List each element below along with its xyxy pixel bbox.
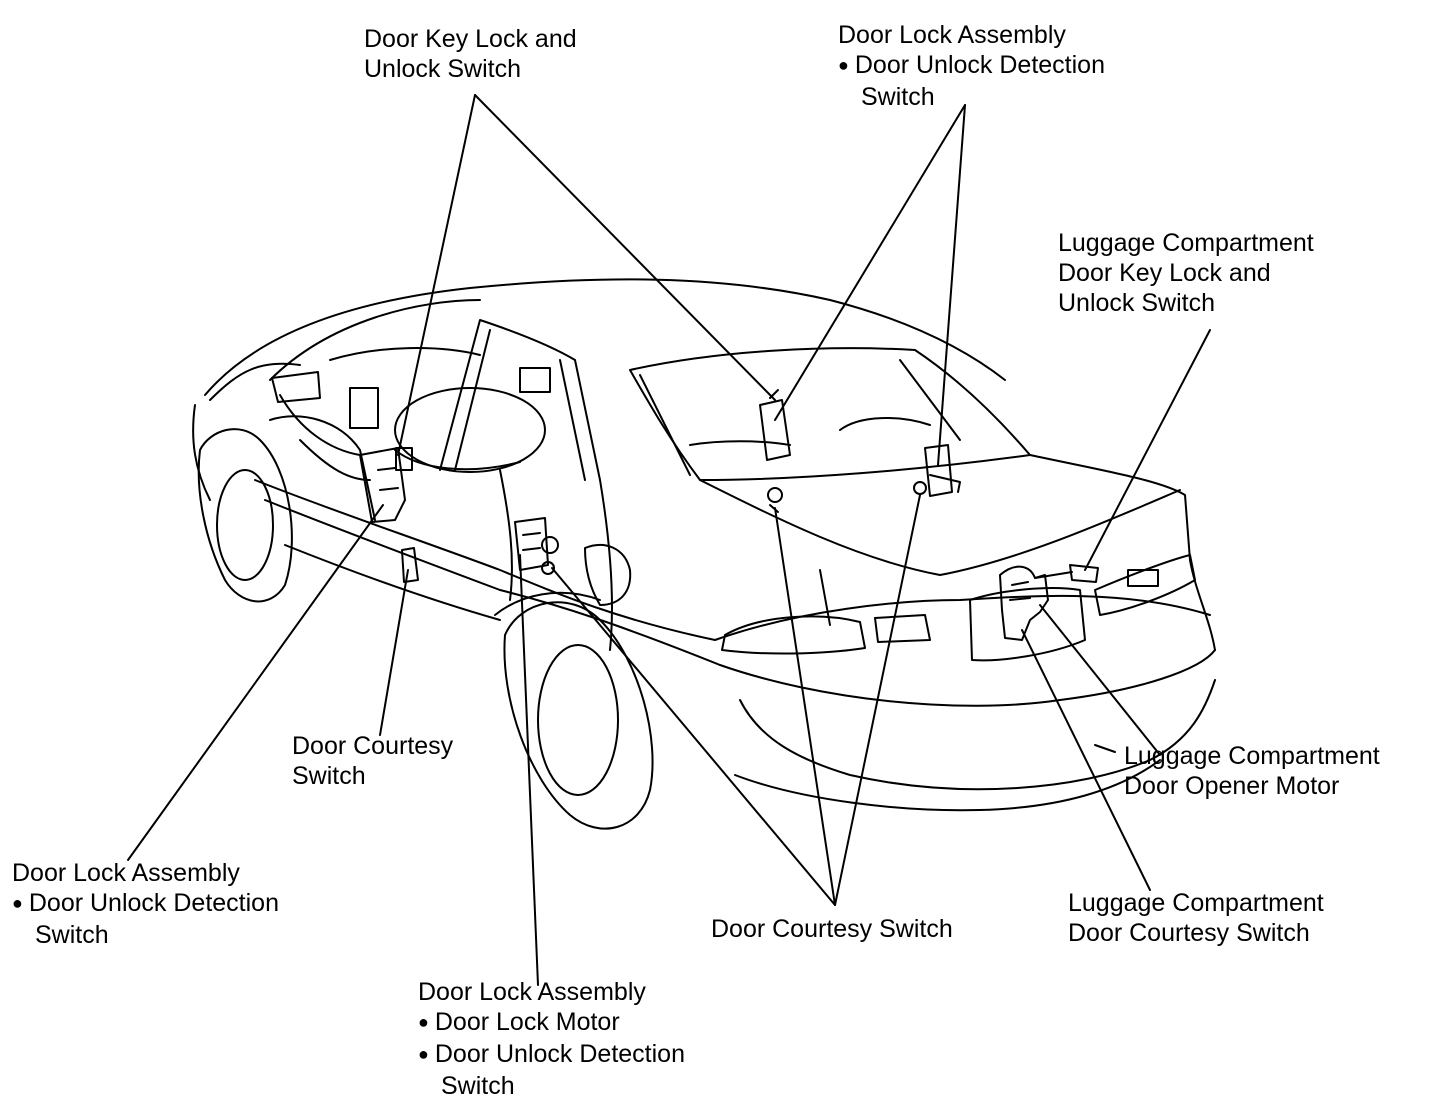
label-line: Door Key Lock and	[364, 25, 577, 53]
label-bullet-line: Door Lock Motor	[418, 1007, 685, 1039]
label-line: Door Opener Motor	[1124, 772, 1340, 800]
label-line: Switch	[861, 83, 935, 111]
label-line: Unlock Switch	[364, 55, 521, 83]
label-line: Luggage Compartment	[1068, 889, 1324, 917]
label-door-lock-assembly-right: Door Lock Assembly Door Unlock Detection…	[838, 20, 1105, 112]
label-line: Door Courtesy	[292, 732, 454, 760]
label-luggage-key-lock-switch: Luggage Compartment Door Key Lock and Un…	[1058, 228, 1314, 318]
components	[359, 389, 1099, 641]
label-door-lock-assembly-motor: Door Lock Assembly Door Lock Motor Door …	[418, 977, 685, 1101]
label-door-key-lock-switch: Door Key Lock and Unlock Switch	[364, 24, 577, 84]
label-line: Unlock Switch	[1058, 289, 1215, 317]
label-door-lock-assembly-left: Door Lock Assembly Door Unlock Detection…	[12, 858, 279, 950]
label-line: Switch	[441, 1072, 515, 1100]
label-bullet-line: Door Unlock Detection	[12, 888, 279, 920]
label-line: Switch	[292, 762, 366, 790]
label-line: Switch	[35, 921, 109, 949]
label-door-courtesy-switch-front: Door Courtesy Switch	[292, 731, 453, 791]
label-line: Door Courtesy Switch	[1068, 919, 1310, 947]
label-line: Door Lock Assembly	[418, 978, 646, 1006]
label-line: Door Key Lock and	[1058, 259, 1271, 287]
label-luggage-courtesy-switch: Luggage Compartment Door Courtesy Switch	[1068, 888, 1324, 948]
label-bullet-line: Door Unlock Detection	[418, 1039, 685, 1071]
label-line: Luggage Compartment	[1058, 229, 1314, 257]
label-line: Door Courtesy Switch	[711, 915, 953, 943]
label-line: Luggage Compartment	[1124, 742, 1380, 770]
label-bullet-line: Door Unlock Detection	[838, 50, 1105, 82]
label-line: Door Lock Assembly	[838, 21, 1066, 49]
leader-lines	[127, 94, 1211, 986]
label-luggage-opener-motor: Luggage Compartment Door Opener Motor	[1124, 741, 1380, 801]
label-door-courtesy-switch-rear: Door Courtesy Switch	[711, 914, 953, 944]
label-line: Door Lock Assembly	[12, 859, 240, 887]
